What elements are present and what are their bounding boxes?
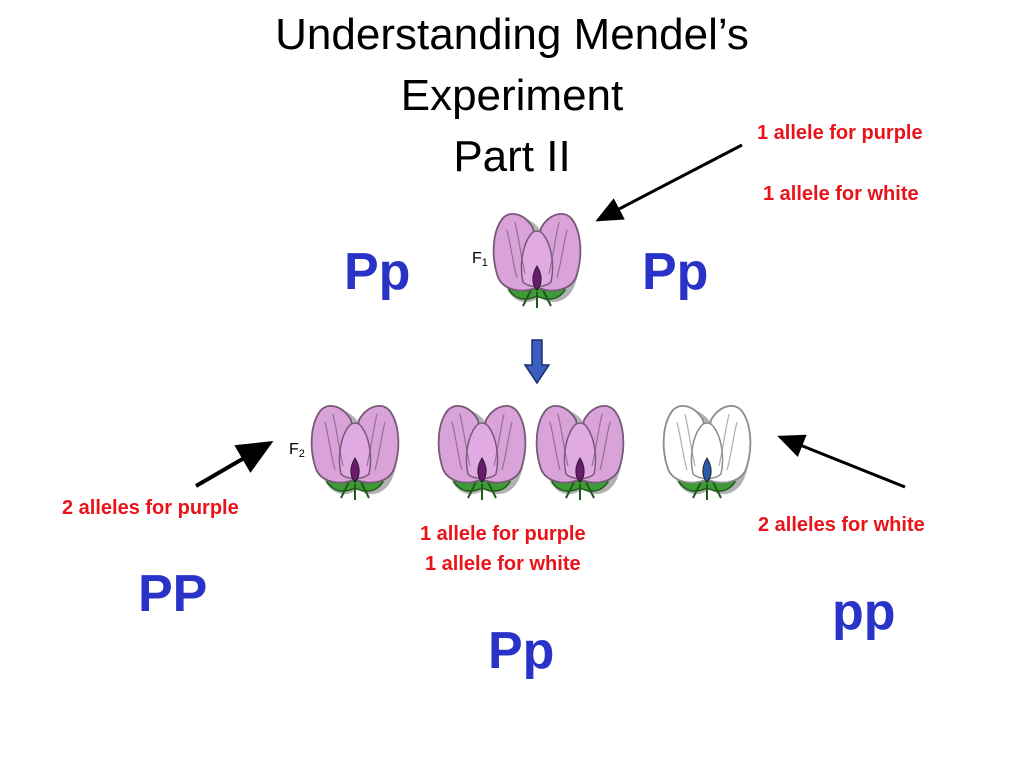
- title-line-3: Part II: [453, 132, 571, 181]
- hybrid-genotype: Pp: [488, 622, 555, 680]
- f1-letter: F: [472, 250, 482, 267]
- f1-generation-label: F1: [472, 251, 488, 271]
- pp-white-genotype: pp: [832, 583, 896, 641]
- pp-white-annotation: 2 alleles for white: [758, 514, 925, 536]
- f2-generation-label: F2: [289, 442, 305, 462]
- f2-purple-flower-hybrid-2: [535, 405, 625, 500]
- title-line-2: Experiment: [400, 71, 624, 120]
- hybrid-annotation-white: 1 allele for white: [425, 553, 581, 575]
- f1-annotation-purple: 1 allele for purple: [757, 122, 923, 144]
- pp-purple-annotation: 2 alleles for purple: [62, 497, 239, 519]
- f1-right-genotype: Pp: [642, 243, 709, 301]
- arrow-pp-purple: [194, 440, 274, 488]
- f2-purple-flower-pp: [310, 405, 400, 500]
- slide-title: Understanding Mendel’s Experiment Part I…: [0, 4, 1024, 187]
- arrow-pp-white: [777, 434, 906, 489]
- f2-number: 2: [298, 448, 305, 460]
- f1-left-genotype: Pp: [344, 243, 411, 301]
- f2-white-flower: [662, 405, 752, 500]
- pp-purple-genotype: PP: [138, 565, 208, 623]
- f1-purple-flower: [492, 213, 582, 308]
- arrow-f1-annotation: [595, 143, 743, 222]
- f1-annotation-white: 1 allele for white: [763, 183, 919, 205]
- hybrid-annotation-purple: 1 allele for purple: [420, 523, 586, 545]
- f2-letter: F: [289, 441, 299, 458]
- f1-number: 1: [481, 257, 488, 269]
- f2-purple-flower-hybrid-1: [437, 405, 527, 500]
- title-line-1: Understanding Mendel’s: [275, 10, 749, 59]
- down-arrow-icon: [523, 339, 551, 385]
